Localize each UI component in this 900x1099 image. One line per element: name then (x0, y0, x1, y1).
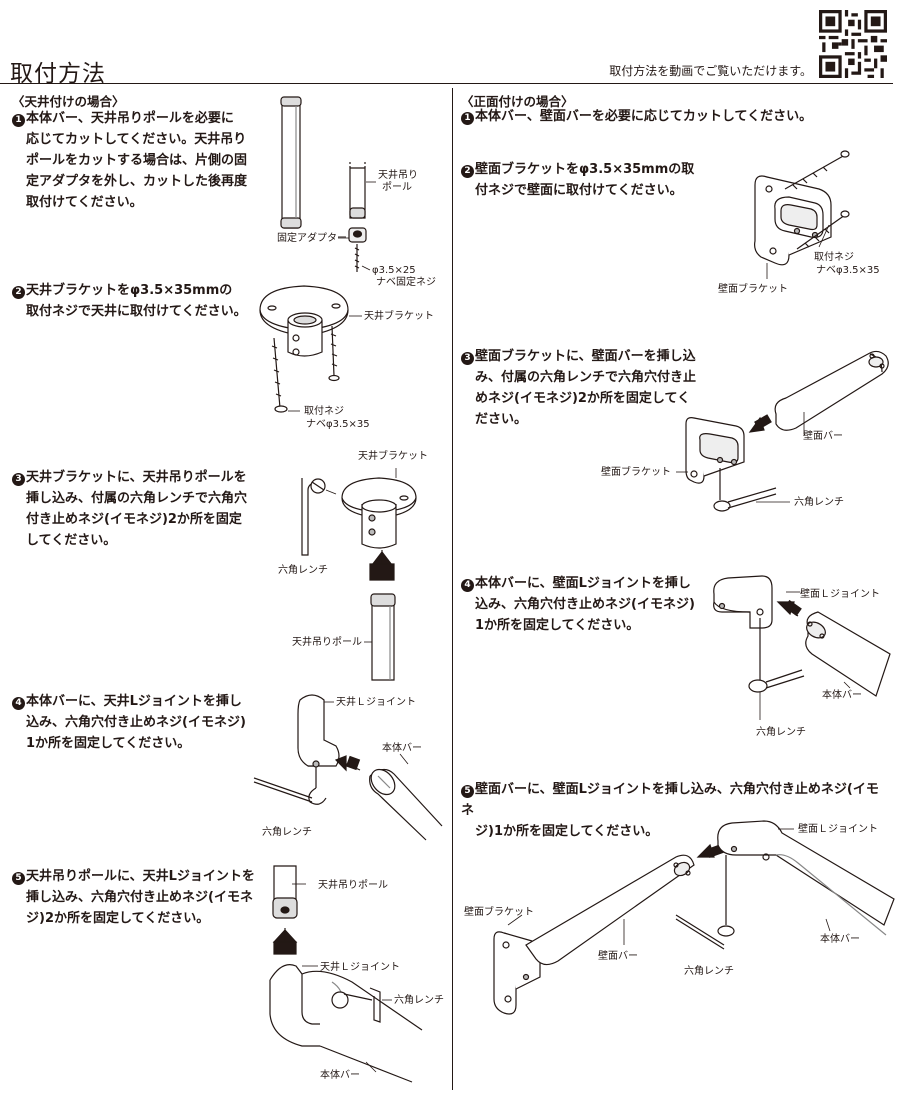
ceiling-assembly-step3-illustration (284, 460, 449, 680)
label-bracket3: 天井ブラケット (358, 451, 428, 462)
label-wrench5: 六角レンチ (394, 995, 444, 1006)
label-bar4: 本体バー (382, 743, 422, 754)
label-bracket5-wall: 壁面ブラケット (464, 907, 534, 918)
label-joint5-wall: 壁面Ｌジョイント (798, 824, 878, 835)
label-wrench5-wall: 六角レンチ (684, 966, 734, 977)
ceiling-bracket-illustration (252, 280, 452, 420)
label-wrench3-wall: 六角レンチ (794, 497, 844, 508)
label-joint4-wall: 壁面Ｌジョイント (800, 589, 880, 600)
label-front-screw-b: ナベφ3.5×35 (816, 265, 880, 276)
label-adapter: 固定アダプター (277, 233, 347, 244)
label-joint5: 天井Ｌジョイント (320, 962, 400, 973)
label-bar5-wall: 本体バー (820, 934, 860, 945)
label-wrench4: 六角レンチ (262, 827, 312, 838)
wall-bracket-illustration (745, 145, 895, 285)
label-pole3: 天井吊りポール (292, 637, 362, 648)
label-screw-a: 取付ネジ (304, 406, 344, 417)
wall-assembly-step3-illustration (600, 340, 895, 525)
column-divider (452, 88, 453, 1090)
ceiling-section-title: 〈天井付けの場合〉 (12, 94, 125, 109)
label-screw-small-a: φ3.5×25 (372, 265, 416, 276)
video-note: 取付方法を動画でご覧いただけます。 (609, 64, 812, 78)
label-joint4: 天井Ｌジョイント (336, 697, 416, 708)
label-front-screw-a: 取付ネジ (814, 252, 854, 263)
label-wrench3: 六角レンチ (278, 565, 328, 576)
label-wrench4-wall: 六角レンチ (756, 727, 806, 738)
label-pole-b: ポール (382, 182, 412, 193)
wall-assembly-step4-illustration (700, 572, 895, 737)
label-pole5: 天井吊りポール (318, 880, 388, 891)
label-bar4-wall: 本体バー (822, 690, 862, 701)
label-bar3: 壁面バー (803, 431, 843, 442)
label-bar5: 本体バー (320, 1070, 360, 1081)
label-pole-a: 天井吊り (378, 170, 418, 181)
wall-assembly-step5-illustration (486, 815, 896, 1025)
label-bracket3-wall: 壁面ブラケット (601, 467, 671, 478)
label-bracket2: 壁面ブラケット (718, 284, 788, 295)
label-ceiling-bracket: 天井ブラケット (364, 311, 434, 322)
header-divider (0, 83, 893, 84)
label-wallbar5: 壁面バー (598, 951, 638, 962)
label-screw-small-b: ナベ固定ネジ (376, 277, 436, 288)
label-screw-b: ナベφ3.5×35 (306, 419, 370, 430)
pole-adapter-illustration (270, 92, 450, 292)
qr-code-icon[interactable] (819, 10, 887, 78)
ceiling-assembly-step4-illustration (250, 690, 450, 840)
ceiling-assembly-step5-illustration (262, 862, 452, 1082)
front-section-title: 〈正面付けの場合〉 (461, 94, 574, 109)
page-title: 取付方法 (10, 61, 106, 87)
